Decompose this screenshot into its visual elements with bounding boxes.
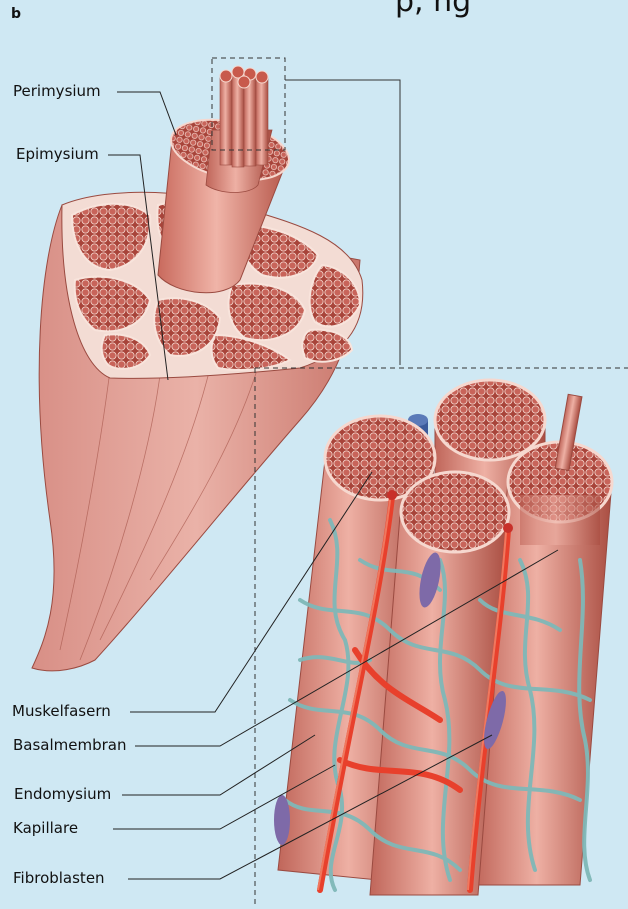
label-endomysium: Endomysium <box>14 785 111 803</box>
label-fibroblasten: Fibroblasten <box>13 869 105 887</box>
label-perimysium: Perimysium <box>13 82 101 100</box>
label-muskelfasern: Muskelfasern <box>12 702 111 720</box>
panel-letter: b <box>11 6 21 22</box>
fiber-bundle-tip <box>220 66 268 167</box>
title-fragment: p, ng <box>395 0 471 19</box>
label-basalmembran: Basalmembran <box>13 736 127 754</box>
label-kapillare: Kapillare <box>13 819 78 837</box>
label-epimysium: Epimysium <box>16 145 99 163</box>
fiber-detail <box>274 380 612 895</box>
